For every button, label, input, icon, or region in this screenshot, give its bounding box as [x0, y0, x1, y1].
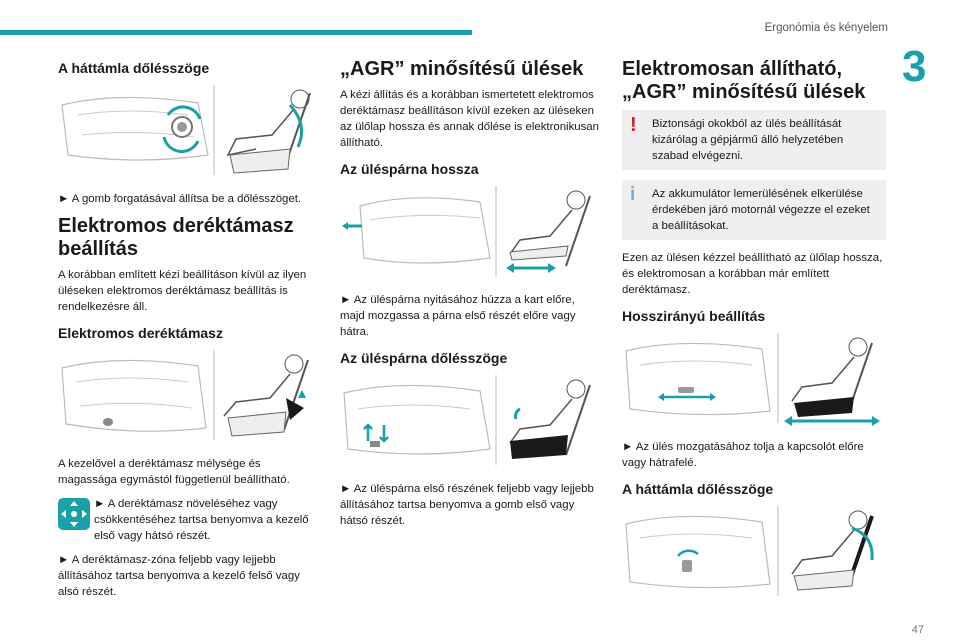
info-text: Az akkumulátor lemerülésének elkerülése …: [652, 188, 870, 232]
lumbar-illustration: [58, 350, 320, 446]
heading-backrest-angle: A háttámla dőlésszöge: [58, 60, 210, 76]
text-lumbar-intro: A korábban említett kézi beállításon kív…: [58, 269, 307, 313]
heading-longitudinal: Hosszirányú beállítás: [622, 308, 766, 324]
lumbar-control-row: ► A deréktámasz növeléséhez vagy csökken…: [58, 496, 320, 544]
seat-control-illustration: [625, 506, 874, 596]
top-accent-bar: [0, 30, 472, 35]
seat-control-illustration: [61, 85, 311, 175]
info-box: i Az akkumulátor lemerülésének elkerülés…: [622, 180, 886, 240]
backrest-illustration-2: [622, 506, 886, 602]
column-3: Elektromosan állítható, „AGR” minősítésű…: [622, 50, 886, 612]
text-lumbar-3: ► A deréktámasz-zóna feljebb vagy lejjeb…: [58, 554, 300, 598]
warning-box: ! Biztonsági okokból az ülés beállítását…: [622, 110, 886, 170]
column-1: A háttámla dőlésszöge ► A gomb forgatásá…: [58, 50, 320, 608]
heading-electric-lumbar: Elektromos deréktámasz: [58, 325, 223, 341]
warning-text: Biztonsági okokból az ülés beállítását k…: [652, 118, 844, 162]
info-icon: i: [630, 184, 636, 205]
seat-control-illustration: [342, 186, 591, 276]
cushion-length-illustration: [340, 186, 602, 282]
page-number: 47: [911, 624, 924, 636]
heading-agr-seats: „AGR” minősítésű ülések: [340, 58, 584, 80]
seat-control-illustration: [61, 350, 309, 440]
column-2: „AGR” minősítésű ülések A kézi állítás é…: [340, 50, 602, 537]
heading-electric-agr: Elektromosan állítható, „AGR” minősítésű…: [622, 58, 866, 103]
longitudinal-illustration: [622, 333, 886, 429]
seat-control-illustration: [625, 333, 880, 426]
heading-cushion-tilt: Az üléspárna dőlésszöge: [340, 350, 508, 366]
heading-cushion-length: Az üléspárna hossza: [340, 161, 479, 177]
warning-icon: !: [630, 114, 637, 136]
backrest-illustration: [58, 85, 320, 181]
heading-electric-lumbar-setting: Elektromos deréktámasz beállítás: [58, 215, 294, 260]
text-lumbar-2: ► A deréktámasz növeléséhez vagy csökken…: [94, 498, 309, 542]
text-cushion-tilt: ► Az üléspárna első részének feljebb vag…: [340, 483, 594, 527]
cushion-tilt-illustration: [340, 375, 602, 471]
lumbar-dial-icon: [58, 498, 90, 530]
heading-backrest-angle-2: A háttámla dőlésszöge: [622, 481, 774, 497]
text-longitudinal: ► Az ülés mozgatásához tolja a kapcsolót…: [622, 441, 864, 469]
text-cushion-length: ► Az üléspárna nyitásához húzza a kart e…: [340, 294, 576, 338]
chapter-number: 3: [902, 42, 927, 91]
text-electric-intro: Ezen az ülésen kézzel beállítható az ülő…: [622, 252, 883, 296]
seat-control-illustration: [343, 375, 591, 465]
text-lumbar-1: A kezelővel a deréktámasz mélysége és ma…: [58, 458, 290, 486]
section-title: Ergonómia és kényelem: [764, 22, 888, 34]
text-agr-intro: A kézi állítás és a korábban ismertetett…: [340, 89, 599, 149]
text-backrest-instruction: ► A gomb forgatásával állítsa be a dőlés…: [58, 193, 302, 205]
